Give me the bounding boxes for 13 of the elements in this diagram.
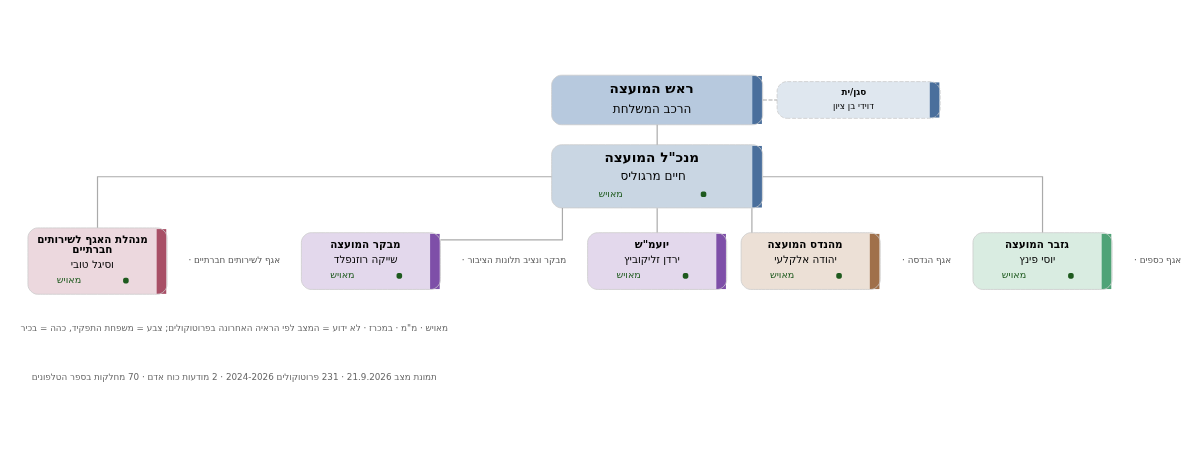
connector [751, 207, 753, 233]
connector [656, 207, 658, 233]
connector [656, 123, 658, 145]
label: מאויש · מ"מ · במכרז · לא ידוע = המצב לפי הראיה האחרונה בפרוטוקולים; צבע = משפחת התפקיד, כהה = בכיר [20, 322, 448, 333]
connector [440, 207, 563, 240]
connector [762, 98, 778, 101]
connector [762, 175, 1044, 233]
node-label: · אגף כספים [1134, 254, 1182, 265]
node-label: · מבקר ונציב תלונות הציבור [461, 254, 567, 265]
label: תמונת מצב 21.9.2026 · 231 פרוטוקולים 2024-2026 · 2 מודעות כוח אדם · 70 מחלקות בספר הטלפונים [31, 371, 437, 382]
node-label: · אגף הנדסה [902, 254, 952, 265]
connector [96, 175, 553, 228]
node-label: · אגף לשירותים חברתיים [188, 254, 281, 265]
